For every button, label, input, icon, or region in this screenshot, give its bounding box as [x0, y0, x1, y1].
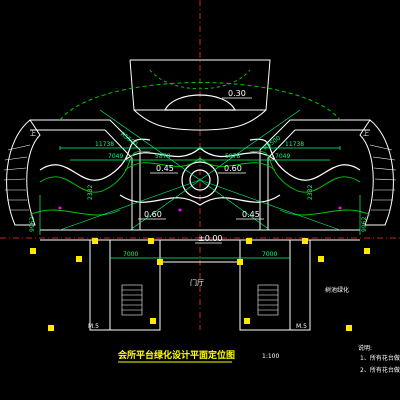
level-mid-right: 0.60 [224, 164, 242, 173]
column-marker [48, 325, 54, 331]
right-stair-treads [369, 144, 397, 211]
radial-lines [59, 109, 341, 231]
dim-bottom-right: 7000 [262, 251, 277, 258]
dim-row2-left: 7049 [108, 153, 123, 160]
column-marker [157, 259, 163, 265]
notes-label: 说明: [358, 344, 372, 352]
lower-left-stair [121, 284, 143, 316]
drawing-scale: 1:100 [262, 353, 279, 360]
column-marker [92, 238, 98, 244]
dim-row2-mid-left: 5878 [155, 153, 170, 160]
dim-top-right: 11738 [285, 141, 304, 148]
stair-up-left: 上 [30, 130, 36, 138]
column-markers [30, 238, 370, 331]
column-marker [237, 259, 243, 265]
drawing-title: 会所平台绿化设计平面定位图 [118, 349, 235, 361]
column-marker [244, 318, 250, 324]
dim-sub-left: 2332 [87, 185, 94, 200]
level-mid-left: 0.45 [156, 164, 174, 173]
dim-row2-mid-right: 5878 [225, 153, 240, 160]
dim-left-side: 9962 [29, 217, 36, 232]
canopy-arc-inner [149, 69, 251, 90]
note-1: 1、所有花台做法详... [360, 354, 400, 362]
legend-note: 树池绿化 [325, 286, 349, 294]
accent-marks [58, 206, 342, 212]
elevation-label: ±0.00 [198, 234, 223, 243]
column-marker [346, 325, 352, 331]
note-2: 2、所有花台做法详... [360, 366, 400, 374]
dim-right-side: 9962 [361, 217, 368, 232]
level-top: 0.30 [228, 89, 246, 98]
column-marker [148, 238, 154, 244]
entrance-label: 门厅 [190, 278, 204, 287]
dim-sub-right: 2332 [307, 185, 314, 200]
dim-top-left: 11738 [95, 141, 114, 148]
column-marker [246, 238, 252, 244]
column-marker [364, 248, 370, 254]
stair-up-right: 上 [363, 130, 369, 138]
level-right-low: 0.45 [242, 210, 260, 219]
lower-right-stair [257, 284, 279, 316]
dimension-lines [39, 146, 361, 259]
dim-bottom-left: 7000 [123, 251, 138, 258]
column-marker [302, 238, 308, 244]
marker-left: M.5 [88, 323, 99, 330]
column-marker [150, 318, 156, 324]
level-underlines [138, 97, 264, 244]
dim-row2-right: 7049 [275, 153, 290, 160]
marker-right: M.5 [296, 323, 307, 330]
column-marker [30, 248, 36, 254]
planting-bed-green [29, 150, 371, 216]
level-left-low: 0.60 [144, 210, 162, 219]
canopy-arc [59, 82, 341, 121]
dim-diag-left: R5500 [119, 131, 139, 148]
left-stair-treads [3, 144, 31, 211]
column-marker [318, 256, 324, 262]
column-marker [76, 256, 82, 262]
